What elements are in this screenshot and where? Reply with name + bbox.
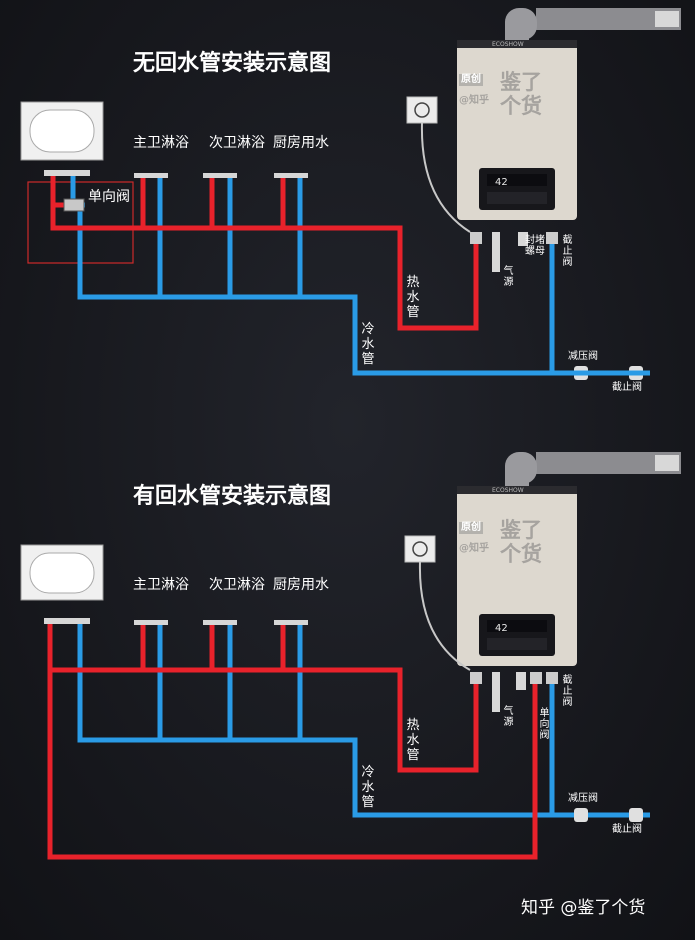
bottom-fixture-kitchen: 厨房用水 [273, 577, 329, 593]
bottom-watermark-site: @知乎 [459, 543, 489, 554]
bottom-diagram-title: 有回水管安装示意图 [133, 484, 332, 509]
top-shutoff-bottom-label: 截止阀 [612, 382, 642, 393]
bottom-shutoff-label: 截止阀 [562, 675, 573, 708]
bottom-check-valve-label: 单向阀 [539, 708, 550, 741]
bottom-power-outlet [404, 535, 471, 671]
top-watermark-tag: 原创 [459, 74, 483, 86]
top-plug-nut-label: 封堵螺母 [525, 235, 545, 257]
bottom-pressure-reducer-valve [574, 808, 588, 822]
top-flue [505, 8, 681, 46]
top-bathtub [20, 101, 104, 161]
bottom-heater-connectors [470, 672, 558, 712]
bottom-gas-label: 气源 [503, 706, 514, 728]
top-check-valve [63, 198, 85, 212]
bottom-fixture-master-shower: 主卫淋浴 [133, 577, 189, 593]
bottom-flue [505, 452, 681, 490]
top-watermark-line1: 鉴了 [500, 70, 542, 94]
top-gas-label: 气源 [503, 266, 514, 288]
bottom-heater-display: 42 [495, 623, 508, 634]
bottom-watermark-line2: 个货 [500, 542, 542, 566]
footer-credit: 知乎 @鉴了个货 [521, 898, 646, 918]
top-check-valve-label: 单向阀 [88, 189, 130, 205]
top-hot-pipe-label: 热水管 [406, 275, 420, 320]
bottom-shutoff-valve-inline [629, 808, 643, 822]
top-fixture-second-shower: 次卫淋浴 [209, 135, 265, 151]
bottom-return-pipe [47, 670, 538, 860]
top-pressure-reducer-label: 减压阀 [568, 351, 598, 362]
bottom-diagram [20, 452, 681, 860]
top-heater-display: 42 [495, 177, 508, 188]
top-watermark-line2: 个货 [500, 94, 542, 118]
top-shutoff-label: 截止阀 [562, 235, 573, 268]
top-fixture-kitchen: 厨房用水 [273, 135, 329, 151]
bottom-cold-pipe-label: 冷水管 [361, 765, 375, 810]
top-fixture-master-shower: 主卫淋浴 [133, 135, 189, 151]
bottom-hot-pipe-label: 热水管 [406, 718, 420, 763]
top-diagram [20, 8, 681, 380]
top-heater-connectors [470, 232, 558, 272]
bottom-heater-brand: ECOSHOW [492, 487, 524, 494]
bottom-water-heater [457, 486, 577, 666]
bottom-fixture-second-shower: 次卫淋浴 [209, 577, 265, 593]
bottom-shutoff-bottom-label: 截止阀 [612, 824, 642, 835]
top-watermark-site: @知乎 [459, 95, 489, 106]
bottom-watermark-line1: 鉴了 [500, 518, 542, 542]
top-cold-pipe-label: 冷水管 [361, 322, 375, 367]
bottom-faucets [44, 618, 308, 625]
bottom-watermark-tag: 原创 [459, 522, 483, 534]
bottom-hot-pipes [47, 622, 479, 773]
bottom-bathtub [20, 544, 104, 601]
top-faucets [44, 170, 308, 178]
top-diagram-title: 无回水管安装示意图 [133, 51, 332, 76]
top-power-outlet [406, 96, 471, 233]
bottom-pressure-reducer-label: 减压阀 [568, 793, 598, 804]
top-heater-brand: ECOSHOW [492, 41, 524, 48]
top-water-heater [457, 40, 577, 220]
